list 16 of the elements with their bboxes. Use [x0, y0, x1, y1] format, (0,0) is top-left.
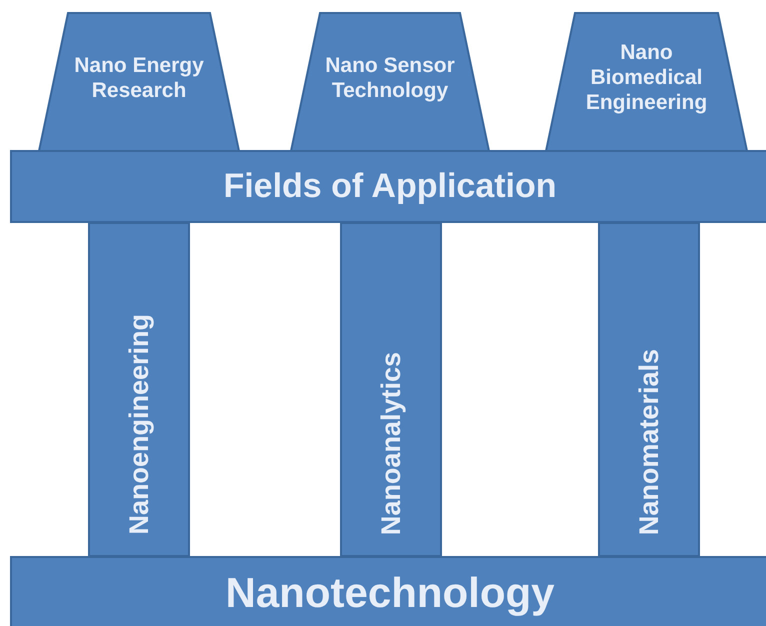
base-bar — [10, 556, 766, 626]
trapezoid-block — [38, 12, 240, 151]
trapezoid-block — [545, 12, 748, 151]
pillar-label: Nanoanalytics — [374, 352, 407, 535]
pillar-label: Nanomaterials — [632, 348, 665, 535]
pillar-bar — [340, 222, 442, 557]
block-label: Nano Energy Research — [73, 52, 205, 102]
pillar-bar — [88, 222, 190, 557]
pillar-bar — [598, 222, 700, 557]
block-label: Nano Sensor Technology — [324, 52, 456, 102]
pillar-label: Nanoengineering — [122, 314, 155, 535]
base-label: Nanotechnology — [225, 568, 554, 618]
beam-bar — [10, 150, 766, 223]
beam-label: Fields of Application — [223, 166, 557, 207]
trapezoid-block — [290, 12, 490, 151]
block-label: Nano Biomedical Engineering — [584, 40, 708, 115]
